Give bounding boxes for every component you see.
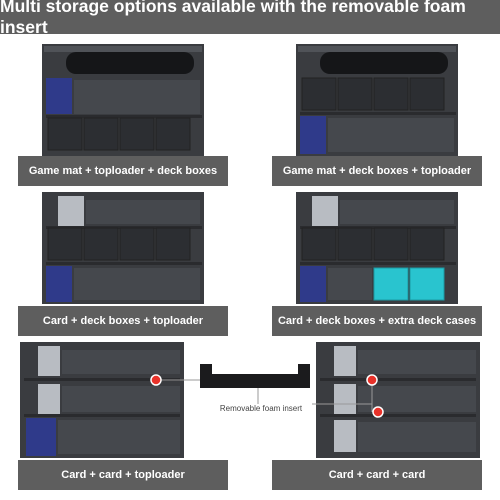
panel-caption-3: Card + deck boxes + toploader: [18, 306, 228, 336]
deck-box: [337, 77, 373, 111]
card-stack: [334, 384, 356, 414]
empty-slot: [62, 386, 180, 412]
deck-box: [301, 77, 337, 111]
deck-box: [47, 117, 83, 151]
empty-slot: [58, 420, 180, 454]
caption-text: Card + card + card: [328, 469, 426, 481]
empty-slot: [328, 118, 454, 152]
empty-slot: [358, 350, 476, 374]
marker-dot: [150, 374, 162, 386]
toploader-stack: [300, 266, 326, 302]
marker-dot: [372, 406, 384, 418]
empty-slot: [340, 200, 454, 224]
card-stack: [38, 346, 60, 376]
caption-text: Game mat + deck boxes + toploader: [282, 165, 472, 177]
option-panel-3: Card + deck boxes + toploader: [18, 192, 228, 336]
caption-text: Card + card + toploader: [61, 469, 185, 481]
panel-caption-4: Card + deck boxes + extra deck cases: [272, 306, 482, 336]
panel-caption-6: Card + card + card: [272, 460, 482, 490]
empty-slot: [358, 422, 476, 452]
storage-photo-1: [42, 44, 204, 158]
deck-box: [155, 117, 191, 151]
card-stack: [38, 384, 60, 414]
foam-insert-shape: [200, 364, 310, 388]
option-panel-1: Game mat + toploader + deck boxes: [18, 40, 228, 186]
empty-slot: [86, 200, 200, 224]
deck-box: [83, 117, 119, 151]
option-panel-5: Card + card + toploader: [18, 342, 228, 490]
deck-box: [409, 77, 445, 111]
deck-box: [373, 77, 409, 111]
option-panel-2: Game mat + deck boxes + toploader: [272, 40, 482, 186]
deck-box: [409, 227, 445, 261]
toploader-stack: [26, 418, 56, 456]
toploader-stack: [46, 78, 72, 114]
game-mat-roll: [320, 52, 448, 74]
banner-title: Multi storage options available with the…: [0, 0, 466, 37]
toploader-stack: [300, 116, 326, 154]
storage-photo-3: [42, 192, 204, 304]
storage-photo-5: [20, 342, 208, 458]
toploader-stack: [46, 266, 72, 302]
empty-slot: [328, 268, 372, 300]
empty-slot: [62, 350, 180, 374]
tray-rim: [44, 46, 202, 52]
panel-caption-2: Game mat + deck boxes + toploader: [272, 156, 482, 186]
storage-photo-4: [296, 192, 458, 304]
deck-box: [337, 227, 373, 261]
panel-caption-1: Game mat + toploader + deck boxes: [18, 156, 228, 186]
deck-box: [155, 227, 191, 261]
option-panel-6: Card + card + card: [272, 342, 482, 490]
deck-box: [301, 227, 337, 261]
panel-caption-5: Card + card + toploader: [18, 460, 228, 490]
extra-deck-case: [373, 267, 409, 301]
card-stack: [334, 420, 356, 452]
marker-dot: [366, 374, 378, 386]
card-stack: [312, 196, 338, 226]
option-panel-4: Card + deck boxes + extra deck cases: [272, 192, 482, 336]
extra-deck-case: [409, 267, 445, 301]
game-mat-roll: [66, 52, 194, 74]
deck-box: [83, 227, 119, 261]
deck-box: [373, 227, 409, 261]
deck-box: [119, 117, 155, 151]
header-banner: Multi storage options available with the…: [0, 0, 500, 37]
empty-slot: [74, 80, 200, 114]
card-stack: [334, 346, 356, 376]
caption-text: Card + deck boxes + toploader: [42, 315, 204, 327]
deck-box: [47, 227, 83, 261]
storage-photo-2: [296, 44, 458, 158]
empty-slot: [74, 268, 200, 300]
caption-text: Card + deck boxes + extra deck cases: [277, 315, 477, 327]
foam-insert-illustration: [200, 364, 310, 404]
storage-photo-6: [312, 342, 480, 458]
deck-box: [119, 227, 155, 261]
caption-text: Game mat + toploader + deck boxes: [28, 165, 218, 177]
card-stack: [58, 196, 84, 226]
foam-insert-label: Removable foam insert: [219, 404, 303, 413]
